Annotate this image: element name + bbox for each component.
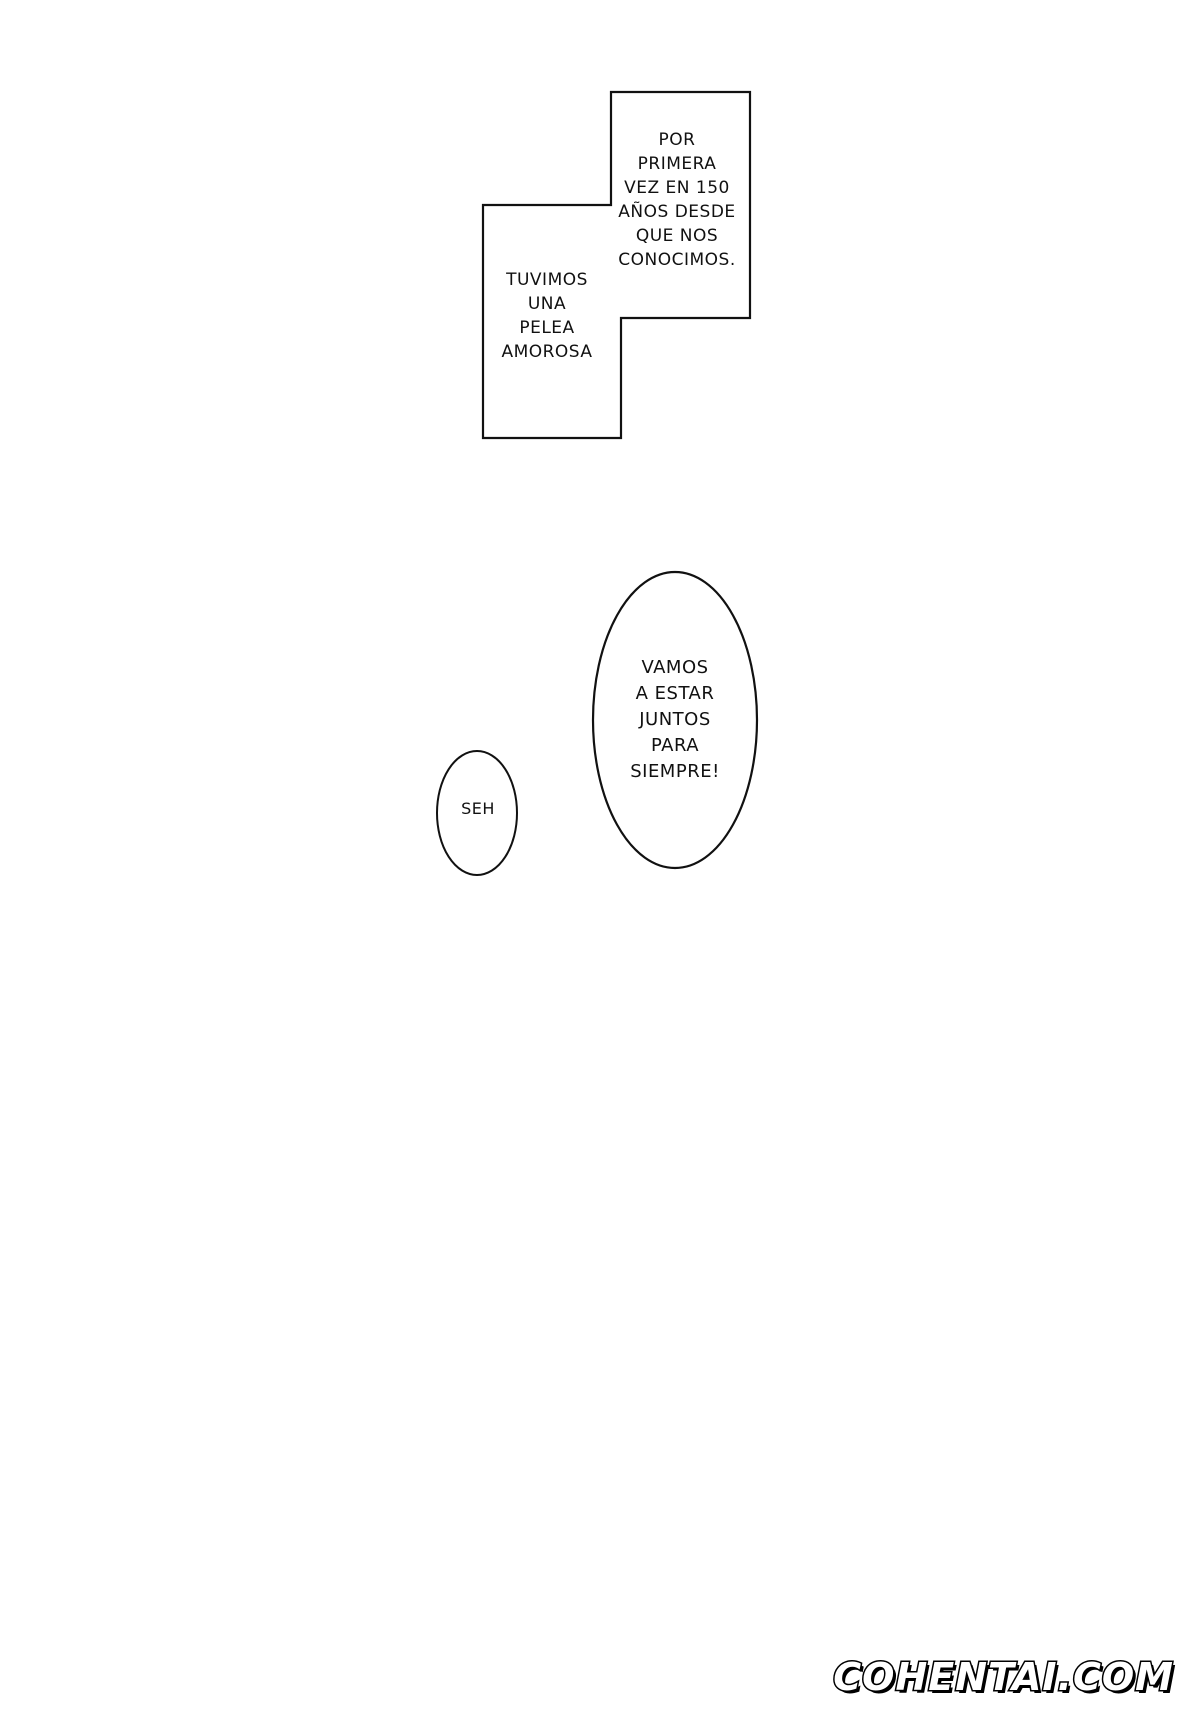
caption-text-top: POR PRIMERA VEZ EN 150 AÑOS DESDE QUE NO… xyxy=(618,130,736,270)
caption-box xyxy=(481,90,752,440)
speech-text-large: VAMOS A ESTAR JUNTOS PARA SIEMPRE! xyxy=(630,657,720,782)
speech-bubble-small xyxy=(436,750,518,876)
watermark: COHENTAI.COM xyxy=(832,1654,1175,1701)
speech-bubble-large xyxy=(591,570,759,870)
speech-text-small: SEH xyxy=(461,799,495,818)
caption-text-bottom: TUVIMOS UNA PELEA AMOROSA xyxy=(501,270,593,362)
